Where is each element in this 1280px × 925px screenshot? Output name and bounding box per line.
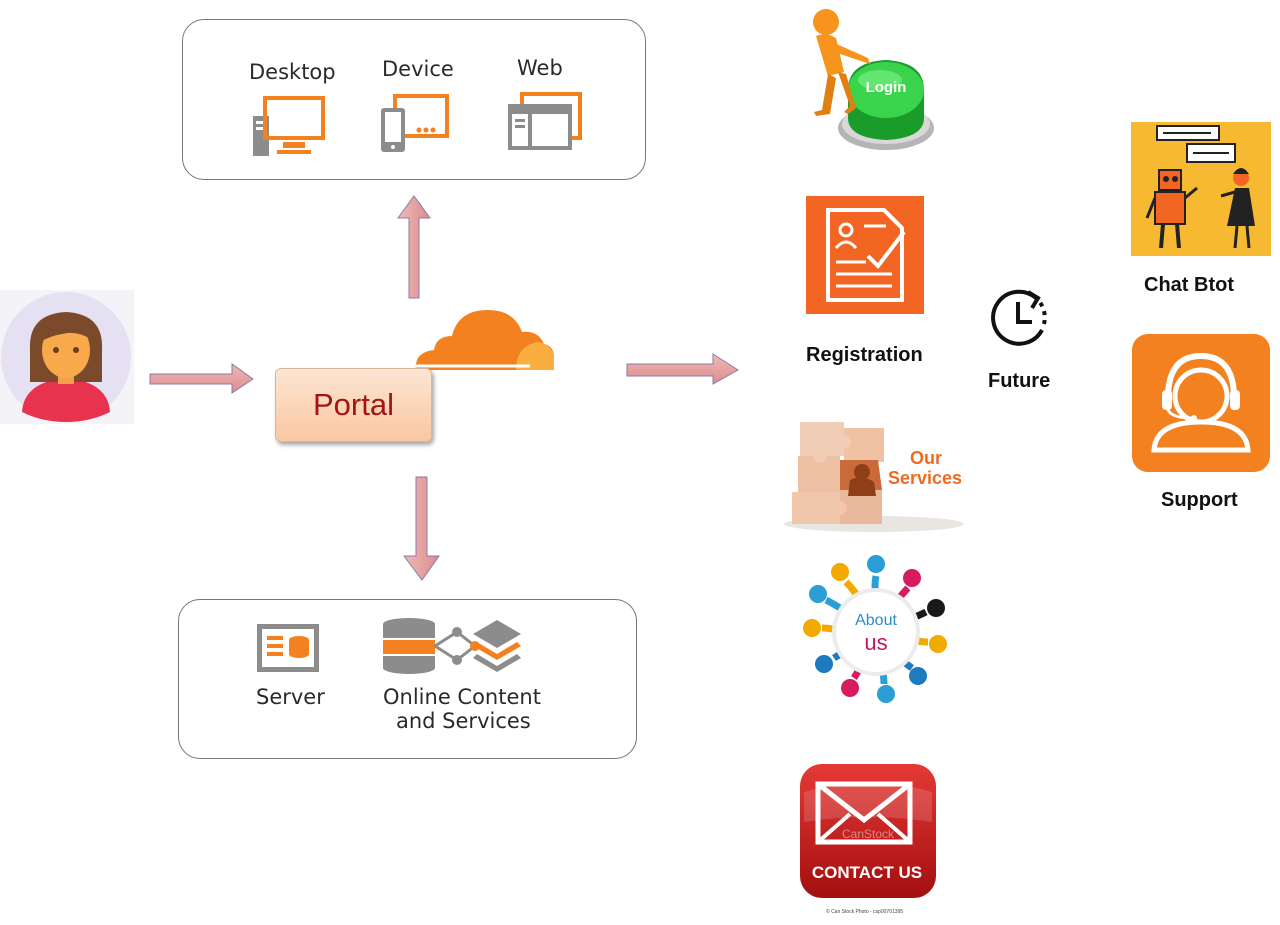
user-avatar-icon xyxy=(0,290,134,424)
portal-box[interactable]: Portal xyxy=(275,368,432,442)
cloud-icon xyxy=(415,310,554,370)
about-label-line1: About xyxy=(855,612,897,629)
web-window-icon xyxy=(508,92,582,150)
people-circle-icon[interactable]: About us xyxy=(794,552,958,710)
contact-credit: © Can Stock Photo - csp00701395 xyxy=(826,909,904,915)
device-icon xyxy=(381,94,449,152)
device-label: Device xyxy=(382,57,454,81)
future-label: Future xyxy=(988,370,1051,392)
support-label: Support xyxy=(1161,489,1238,511)
envelope-icon[interactable]: CanStock CONTACT US xyxy=(798,762,938,902)
chatbot-icon[interactable] xyxy=(1131,122,1271,256)
arrow-user-to-portal xyxy=(149,363,254,394)
server-icon xyxy=(257,624,319,672)
arrow-portal-to-features xyxy=(626,353,739,385)
about-label-line2: us xyxy=(864,630,887,655)
backend-box: Server Online Content and Services xyxy=(178,599,637,759)
registration-label: Registration xyxy=(806,344,923,366)
clock-icon xyxy=(991,289,1047,346)
registration-form-icon[interactable] xyxy=(806,196,924,314)
desktop-label: Desktop xyxy=(249,60,336,84)
desktop-icon xyxy=(253,96,325,156)
clients-box: Desktop Device Web xyxy=(182,19,646,180)
web-label: Web xyxy=(517,56,563,80)
chatbot-label: Chat Btot xyxy=(1144,274,1234,296)
arrow-portal-to-backend xyxy=(403,476,440,581)
content-label-line2: and Services xyxy=(396,709,531,733)
arrow-portal-to-clients xyxy=(397,195,431,299)
services-label-line1: Our xyxy=(910,448,942,468)
contact-us-text: CONTACT US xyxy=(812,863,922,882)
puzzle-icon[interactable]: Our Services xyxy=(778,412,974,534)
services-label-line2: Services xyxy=(888,468,962,488)
login-text: Login xyxy=(866,79,907,96)
server-label: Server xyxy=(256,685,325,709)
content-services-icon xyxy=(383,618,521,674)
headset-icon[interactable] xyxy=(1132,334,1270,472)
login-button-icon[interactable]: Login xyxy=(792,6,942,150)
content-label-line1: Online Content xyxy=(383,685,541,709)
contact-watermark: CanStock xyxy=(842,827,895,841)
